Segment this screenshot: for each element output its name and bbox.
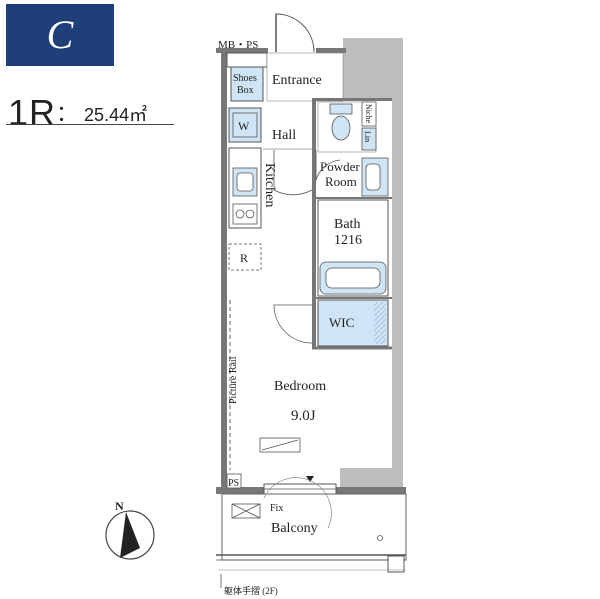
balcony-partition-swing [263,477,332,529]
washer-space [228,107,262,143]
niche-label: Niche [364,104,373,124]
compass-north-label: N [115,499,124,513]
entrance-area [266,52,344,102]
type-badge: C [6,4,114,66]
toilet-bowl [331,115,351,141]
powder-room-label-1: Powder [320,159,360,174]
compass: N [105,499,155,560]
picture-rail-label: Picture Rail [228,356,239,404]
refrigerator-space [228,243,262,271]
floor-area: 25.44㎡ [84,105,148,125]
shoes-box-label-1: Shoes [233,73,257,84]
ps-box-bottom [226,473,242,489]
entrance-door-swing [275,13,315,53]
entrance-label: Entrance [272,73,322,88]
structure-wall-right [392,98,403,490]
wic-label: WIC [329,315,354,330]
hall-label: Hall [272,128,296,143]
toilet-tank [329,103,353,115]
label-underline [6,124,174,125]
separator: ： [56,101,79,126]
bath-label-1: Bath [334,217,360,232]
kitchen-label: Kitchen [262,163,277,207]
washer-label: W [238,119,250,133]
linen-cabinet [361,127,377,151]
bedroom-label: Bedroom [274,379,326,394]
mb-ps-box [226,52,268,68]
fix-label: Fix [270,503,283,514]
room-type: 1R [8,92,57,133]
ps-label: PS [228,478,239,489]
mb-ps-label: MB・PS [218,39,258,51]
partition-wall [312,98,316,348]
powder-door-swing [315,150,341,181]
bath-label-2: 1216 [334,233,362,248]
shoes-box-label-2: Box [237,85,254,96]
bedroom-door-swing [273,304,313,344]
ac-marker [306,476,314,482]
powder-room-label-2: Room [325,174,357,189]
hall-door-swing [273,150,313,196]
shoes-box [230,66,264,102]
balcony-label: Balcony [271,521,318,536]
cooktop [232,203,258,225]
linen-label: Lin [363,131,372,142]
refrigerator-label: R [240,251,248,265]
bedroom-size: 9.0J [291,408,316,424]
niche [361,101,377,127]
railing-note: 躯体手摺 (2F) [224,585,278,596]
structure-column [343,38,403,98]
room-type-label: 1R：25.44㎡ [8,92,147,134]
type-code: C [46,12,74,57]
north-arrow [120,512,140,558]
drain [387,555,405,573]
